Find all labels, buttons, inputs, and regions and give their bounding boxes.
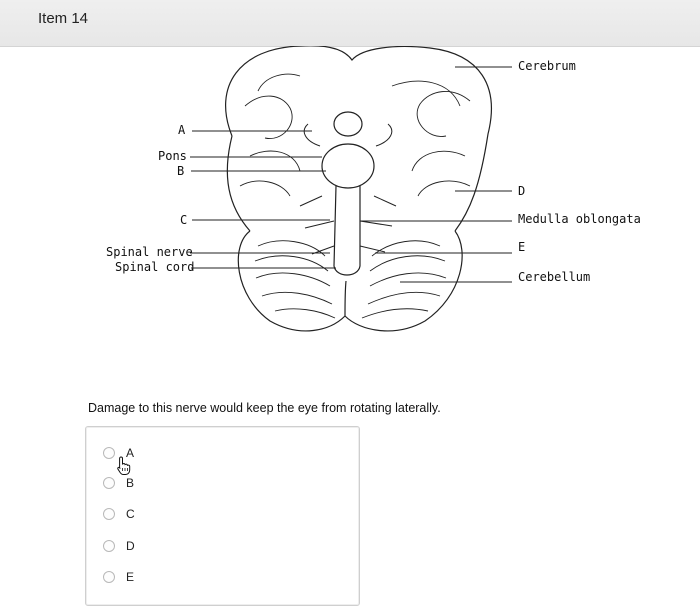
brain-illustration — [190, 46, 512, 332]
radio-button-icon[interactable] — [103, 571, 115, 583]
answer-options: A B C D E — [85, 426, 360, 606]
label-b: B — [177, 164, 185, 178]
label-a: A — [178, 123, 186, 137]
option-label: C — [126, 507, 135, 521]
option-e[interactable]: E — [103, 568, 134, 586]
option-label: E — [126, 570, 135, 584]
label-cerebellum: Cerebellum — [518, 270, 591, 284]
label-d: D — [518, 184, 526, 198]
option-label: A — [126, 446, 135, 460]
option-c[interactable]: C — [103, 505, 135, 523]
item-header: Item 14 — [0, 0, 700, 47]
label-spinal-cord: Spinal cord — [115, 260, 195, 274]
label-cerebrum: Cerebrum — [518, 59, 576, 73]
brain-diagram: A Pons B C Spinal nerve Spinal cord Cere… — [0, 46, 700, 406]
label-medulla-oblongata: Medulla oblongata — [518, 212, 641, 226]
option-label: D — [126, 539, 135, 553]
option-label: B — [126, 476, 135, 490]
item-title: Item 14 — [38, 10, 89, 27]
label-c: C — [180, 213, 188, 227]
radio-button-icon[interactable] — [103, 508, 115, 520]
radio-button-icon[interactable] — [103, 540, 115, 552]
option-d[interactable]: D — [103, 537, 135, 555]
option-b[interactable]: B — [103, 474, 134, 492]
label-pons: Pons — [158, 149, 187, 163]
radio-button-icon[interactable] — [103, 447, 115, 459]
radio-button-icon[interactable] — [103, 477, 115, 489]
label-spinal-nerve: Spinal nerve — [106, 245, 193, 259]
option-a[interactable]: A — [103, 444, 134, 462]
label-e: E — [518, 240, 526, 254]
question-text: Damage to this nerve would keep the eye … — [88, 401, 441, 415]
hand-pointer-icon — [117, 456, 131, 475]
